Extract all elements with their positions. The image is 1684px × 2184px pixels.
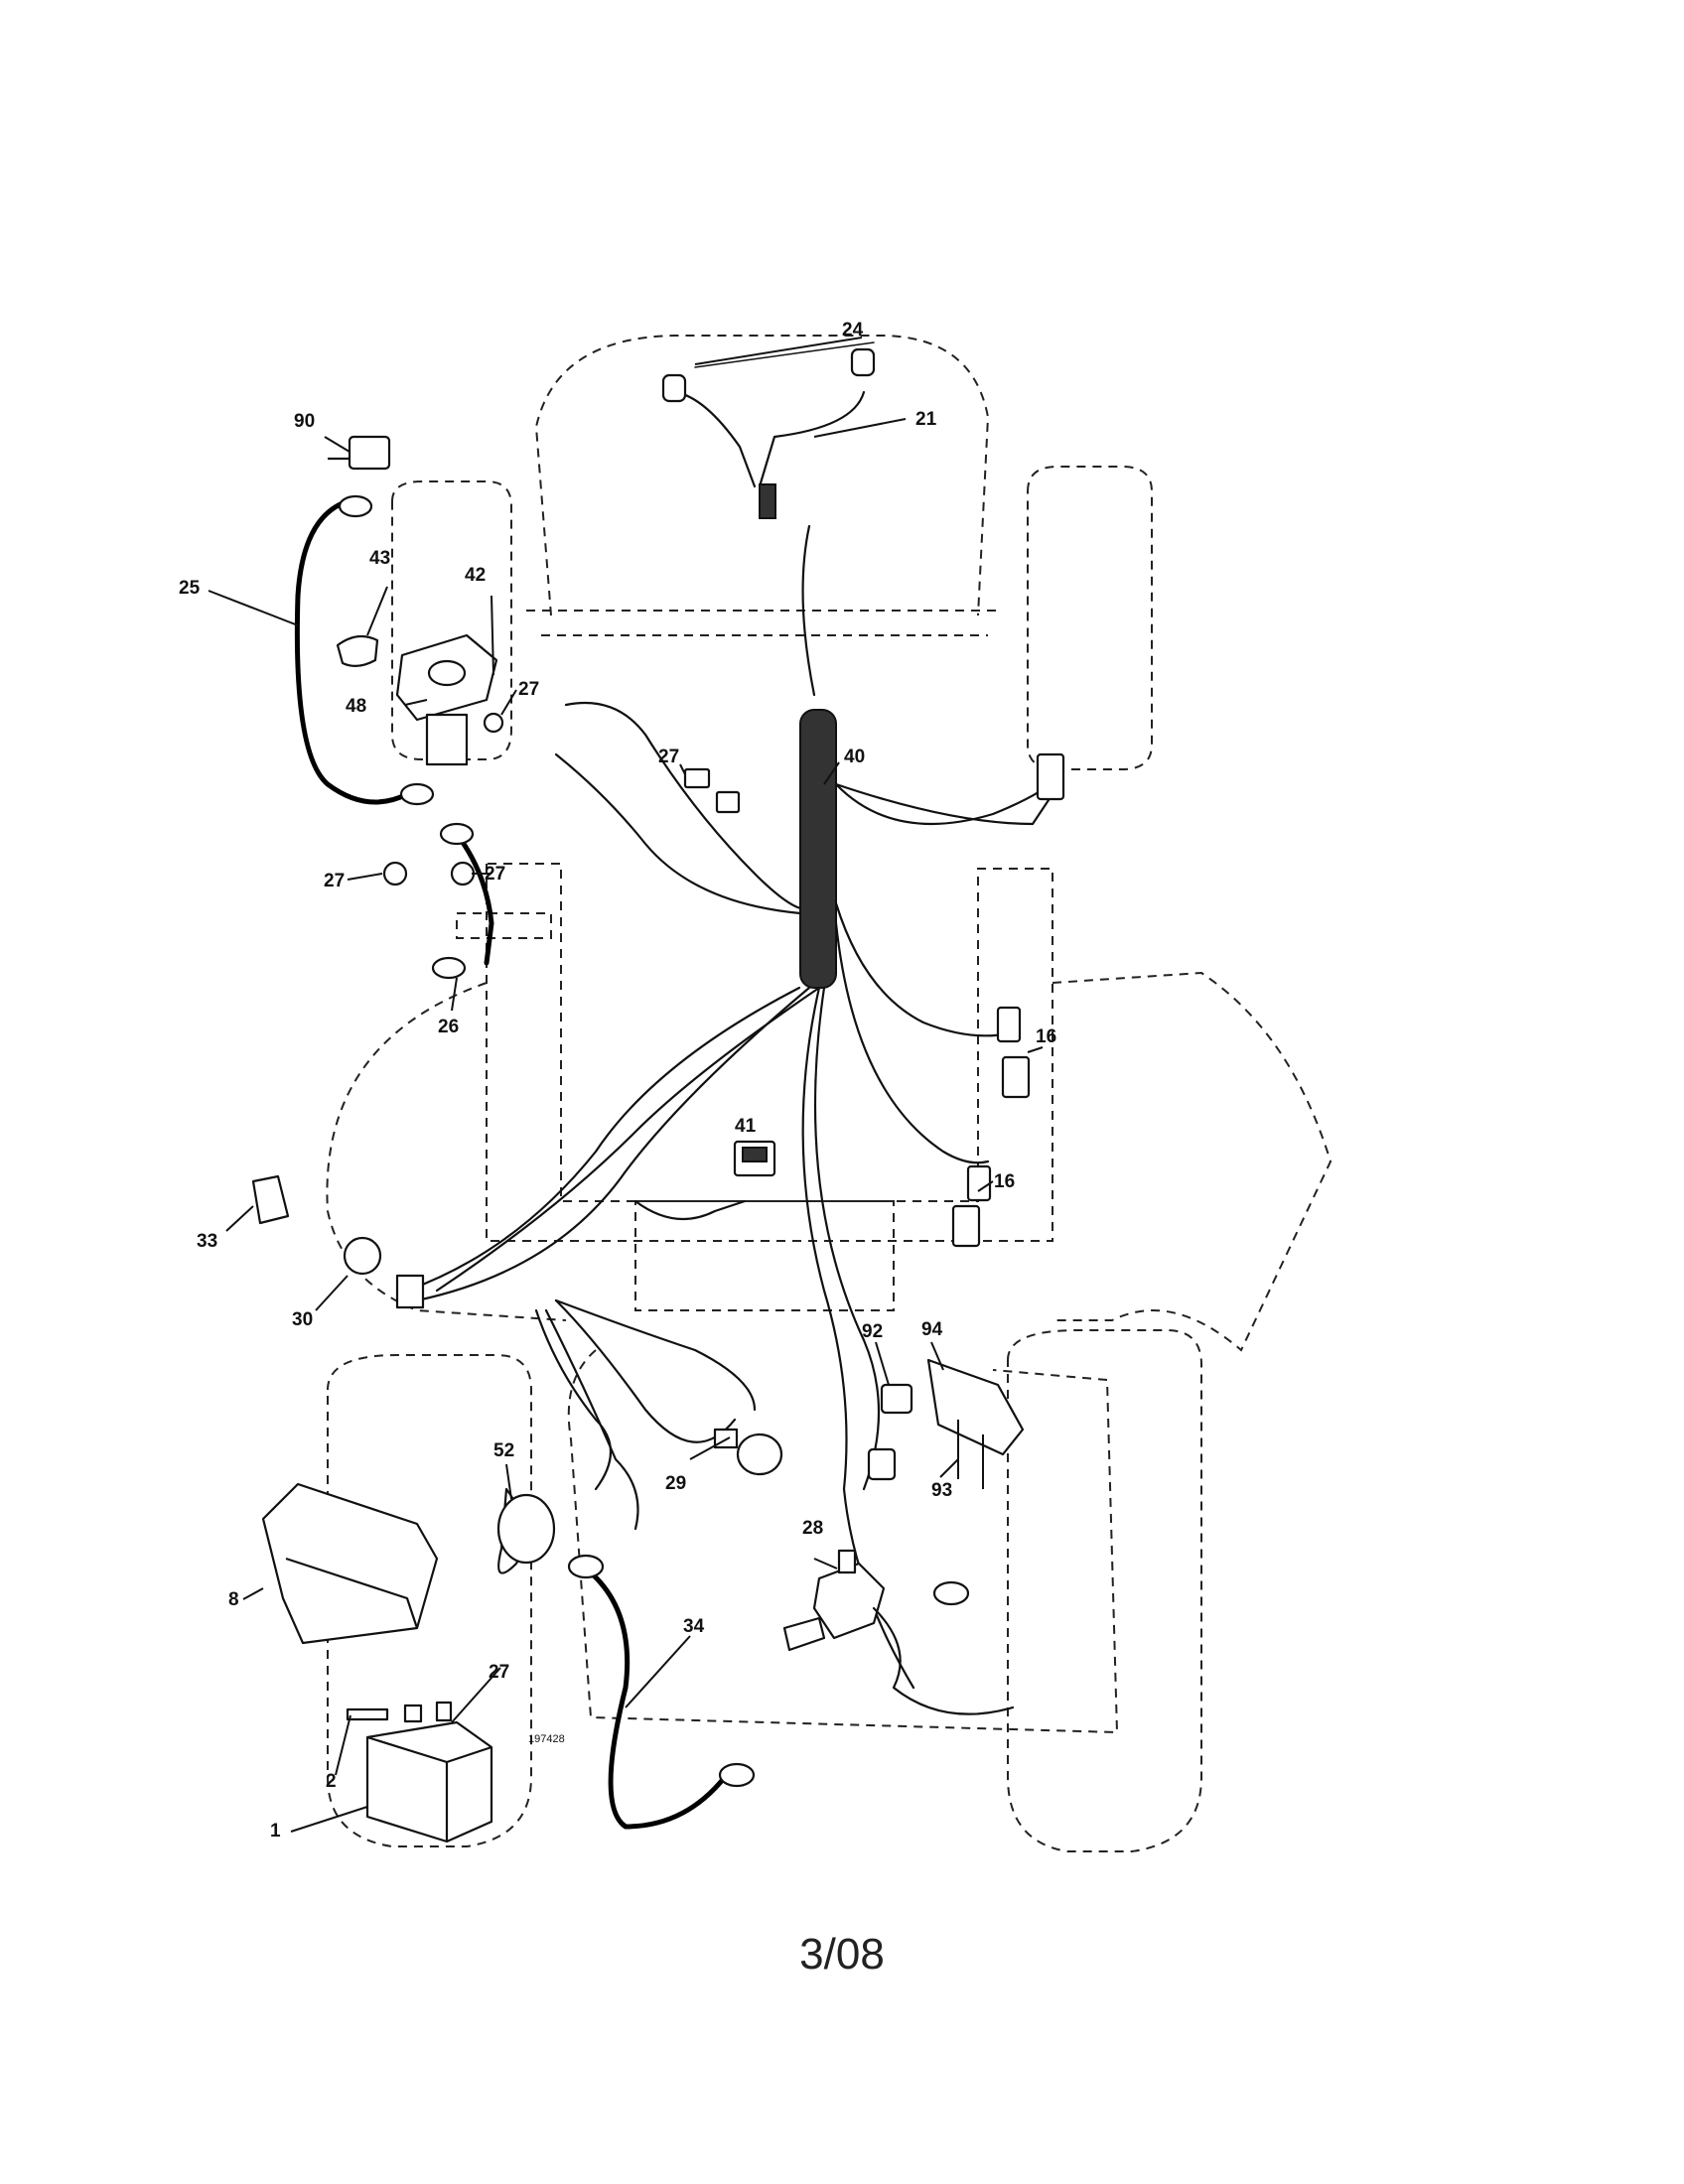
callout-43: 48 xyxy=(346,696,366,717)
ignition-switch-30 xyxy=(343,1236,382,1276)
callout-8: 8 xyxy=(228,1589,239,1610)
cable-25-eyelet xyxy=(431,956,467,980)
callout-16-b: 16 xyxy=(994,1171,1015,1192)
nut-27-b xyxy=(382,861,408,887)
callout-34: 41 xyxy=(735,1116,757,1137)
solenoid-body xyxy=(425,713,469,766)
screws-93 xyxy=(957,1420,984,1489)
callout-labels: 24 21 90 43 25 42 48 27 27 27 26 27 40 1… xyxy=(179,320,1056,1842)
deck-outline xyxy=(326,982,567,1321)
module-94 xyxy=(926,1358,1025,1456)
callout-94: 94 xyxy=(921,1319,943,1340)
bolt-2 xyxy=(346,1707,389,1721)
connector-right xyxy=(1036,752,1065,801)
callout-leaders xyxy=(208,337,1044,1833)
callout-52: 29 xyxy=(665,1473,686,1494)
relay-92 xyxy=(880,1383,913,1415)
battery-1 xyxy=(346,1701,493,1843)
callout-27-b: 27 xyxy=(324,871,345,891)
callout-21: 21 xyxy=(915,409,937,430)
harness-conduit-40 xyxy=(799,709,837,989)
callout-16-a: 16 xyxy=(1036,1026,1056,1047)
rear-left-wheel xyxy=(327,1354,532,1847)
front-left-wheel xyxy=(391,480,512,760)
callout-30: 30 xyxy=(292,1309,313,1330)
tractor-outline xyxy=(326,335,1333,1852)
fender-right xyxy=(1052,971,1333,1352)
ignition-area xyxy=(294,435,504,980)
callout-29: 28 xyxy=(802,1518,823,1539)
callout-28: 34 xyxy=(683,1616,705,1637)
callout-27-d: 27 xyxy=(489,1662,509,1683)
headlight-bulb-left xyxy=(661,373,687,403)
front-right-wheel xyxy=(1027,466,1153,770)
bracket-42 xyxy=(336,634,379,667)
battery-box-8 xyxy=(261,1482,439,1645)
frame-rails xyxy=(486,863,1053,1242)
hood-outline xyxy=(534,335,990,616)
callout-48: 52 xyxy=(493,1440,514,1461)
nut-27 xyxy=(483,712,504,734)
lamp-52 xyxy=(736,1433,783,1476)
cable-eyelet xyxy=(338,494,373,518)
switch-30-connector xyxy=(395,1274,425,1309)
bracket-outline xyxy=(456,912,552,939)
seat-switch-29 xyxy=(782,1549,1015,1715)
callout-24: 25 xyxy=(179,578,201,599)
callout-90: 90 xyxy=(294,411,315,432)
callout-42: 43 xyxy=(369,548,390,569)
callout-92: 92 xyxy=(862,1321,883,1342)
frame-outline xyxy=(526,610,1003,636)
callout-26: 27 xyxy=(658,747,679,767)
plug-33 xyxy=(251,1174,290,1225)
rear-right-wheel xyxy=(1007,1329,1202,1852)
seat-outline xyxy=(634,1200,895,1311)
headlight-assembly xyxy=(661,341,876,519)
connector-26 xyxy=(683,767,711,789)
drawing-number: 197428 xyxy=(528,1733,565,1745)
ground-cable-24 xyxy=(294,498,410,805)
page-code: 3/08 xyxy=(799,1930,885,1979)
callout-41: 42 xyxy=(465,565,486,586)
callout-2: 2 xyxy=(326,1771,337,1792)
callout-93: 93 xyxy=(931,1480,952,1501)
connectors-16 xyxy=(951,1006,1031,1248)
callout-27-c: 27 xyxy=(485,864,505,885)
callout-40: 40 xyxy=(844,747,865,767)
key-part xyxy=(348,435,391,471)
connector-16-a xyxy=(996,1006,1022,1043)
headlight-connector xyxy=(759,483,776,519)
callout-27-a: 27 xyxy=(518,679,539,700)
callout-33: 33 xyxy=(197,1231,217,1252)
headlight-bulb-right xyxy=(850,347,876,377)
callout-1: 1 xyxy=(270,1821,281,1842)
rear-frame xyxy=(567,1349,1119,1734)
callout-22: 24 xyxy=(842,320,864,341)
callout-25: 26 xyxy=(438,1017,459,1037)
connector-16-b xyxy=(966,1164,992,1202)
battery-cable-28 xyxy=(583,1566,728,1830)
nut-27-c xyxy=(450,861,476,887)
